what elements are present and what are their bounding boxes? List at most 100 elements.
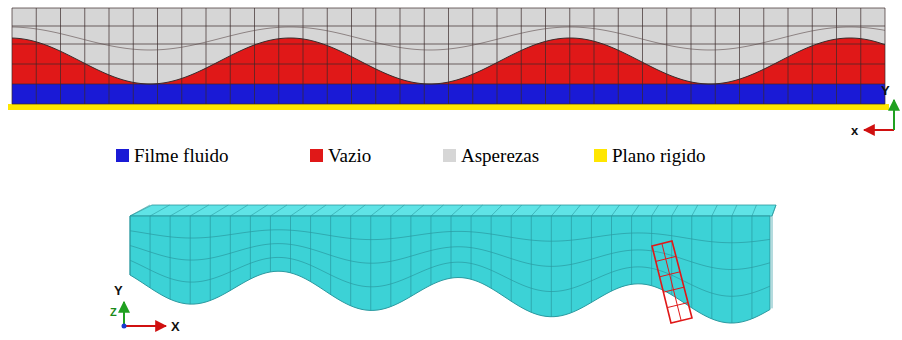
mesh-line — [652, 205, 659, 216]
mesh-line — [451, 205, 463, 216]
highlighted-column — [652, 241, 692, 323]
mesh-line — [632, 205, 640, 216]
mesh-line — [270, 205, 287, 216]
mesh-line — [351, 205, 366, 216]
mesh-line — [170, 205, 189, 216]
mesh-line — [511, 205, 522, 216]
mesh-line — [157, 8, 158, 104]
mesh-line — [391, 205, 405, 216]
mesh-line — [618, 8, 619, 104]
mesh-line — [612, 205, 620, 216]
axis-arrow — [124, 325, 166, 327]
mesh-line — [12, 26, 885, 27]
mesh-line — [551, 205, 561, 216]
mesh-line — [254, 8, 255, 104]
mesh-line — [12, 64, 885, 65]
axis-origin — [122, 324, 127, 329]
mesh-line — [531, 205, 541, 216]
mesh-line — [545, 8, 546, 104]
legend-text: Asperezas — [461, 145, 539, 167]
mesh-line — [327, 8, 328, 104]
mesh-line — [712, 205, 718, 216]
axis-label: Y — [114, 283, 123, 298]
mesh-line — [812, 8, 813, 104]
axis-arrow — [864, 129, 894, 131]
mesh-line — [190, 205, 209, 216]
mesh-line — [666, 8, 667, 104]
mesh-line — [12, 27, 885, 50]
legend-text: Plano rigido — [612, 145, 705, 167]
mesh-line — [12, 8, 885, 9]
axis-label: Y — [881, 83, 890, 98]
mesh-line — [491, 205, 502, 216]
mesh-line — [291, 205, 307, 216]
mesh-line — [732, 205, 737, 216]
mesh-line — [836, 8, 837, 104]
mesh-line — [12, 44, 885, 45]
mesh-line — [400, 8, 401, 104]
mesh-line — [60, 8, 61, 104]
mesh-line — [12, 8, 13, 104]
mesh-line — [84, 8, 85, 104]
axis-label: Z — [110, 305, 117, 320]
mesh-line — [571, 205, 580, 216]
mesh-line — [642, 8, 643, 104]
legend-swatch — [443, 149, 456, 162]
legend-swatch — [594, 149, 607, 162]
mesh-3d — [130, 205, 776, 323]
mesh-line — [331, 205, 346, 216]
front-face — [130, 216, 770, 323]
mesh-line — [278, 8, 279, 104]
mesh-line — [371, 205, 385, 216]
axis-arrow — [893, 100, 895, 130]
mesh-line — [431, 205, 444, 216]
legend-text: Vazio — [328, 145, 371, 167]
mesh-line — [472, 8, 473, 104]
mesh-line — [521, 8, 522, 104]
mesh-line — [424, 8, 425, 104]
mesh-line — [739, 8, 740, 104]
mesh-line — [860, 8, 861, 104]
legend-swatch — [116, 149, 129, 162]
mesh-line — [752, 205, 757, 216]
mesh-line — [591, 205, 600, 216]
mesh-line — [150, 205, 170, 216]
mesh-line — [715, 8, 716, 104]
mesh-line — [411, 205, 424, 216]
mesh-line — [206, 8, 207, 104]
mesh-line — [210, 205, 228, 216]
legend-text: Filme fluido — [134, 145, 228, 167]
mesh-line — [12, 104, 885, 105]
mesh-line — [772, 205, 776, 216]
mesh-line — [788, 8, 789, 104]
mesh-line — [594, 8, 595, 104]
mesh-line — [109, 8, 110, 104]
axis-label: X — [171, 319, 180, 334]
rigid-plane — [8, 104, 889, 110]
mesh-2d — [8, 8, 889, 110]
mesh-line — [471, 205, 483, 216]
mesh-line — [250, 205, 267, 216]
mesh-line — [230, 205, 248, 216]
mesh-line — [181, 8, 182, 104]
mesh-line — [130, 230, 770, 243]
mesh-line — [691, 8, 692, 104]
legend-swatch — [310, 149, 323, 162]
mesh-line — [569, 8, 570, 104]
mesh-line — [692, 205, 698, 216]
mesh-line — [130, 205, 150, 216]
mesh-line — [311, 205, 327, 216]
mesh-line — [772, 216, 773, 308]
mesh-line — [763, 8, 764, 104]
mesh-line — [133, 8, 134, 104]
mesh-line — [303, 8, 304, 104]
mesh-line — [448, 8, 449, 104]
axis-label: x — [851, 123, 858, 138]
mesh-line — [497, 8, 498, 104]
mesh-line — [36, 8, 37, 104]
mesh-line — [375, 8, 376, 104]
axis-arrow — [123, 302, 125, 326]
mesh-line — [672, 205, 679, 216]
top-face — [130, 205, 776, 216]
